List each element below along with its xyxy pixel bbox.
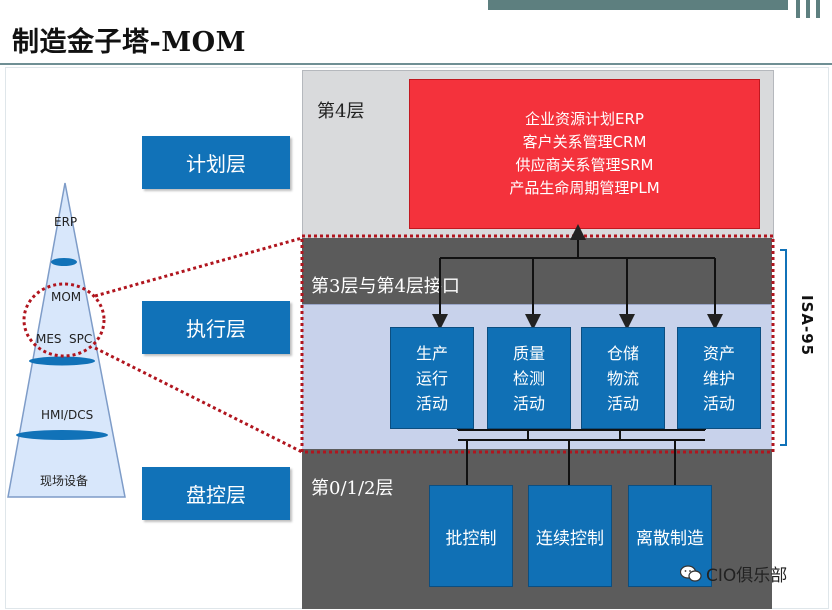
execution-layer-box: 执行层 bbox=[142, 301, 290, 354]
header-stripe bbox=[806, 0, 810, 18]
activity-production: 生产 运行 活动 bbox=[390, 327, 474, 429]
planning-layer-box: 计划层 bbox=[142, 136, 290, 189]
erp-line: 企业资源计划ERP bbox=[525, 110, 644, 128]
interface-label: 第3层与第4层接口 bbox=[311, 276, 460, 297]
watermark: CIO俱乐部 bbox=[680, 561, 787, 586]
callout-line-top bbox=[94, 236, 303, 298]
mom-highlight-rect bbox=[300, 234, 775, 454]
activity-line: 活动 bbox=[415, 393, 448, 413]
pyramid-mom-label: MOM bbox=[51, 290, 82, 304]
header-stripe bbox=[816, 0, 820, 18]
watermark-text: CIO俱乐部 bbox=[706, 566, 788, 586]
header-stripe bbox=[796, 0, 800, 18]
activity-line: 资产 bbox=[702, 343, 735, 363]
activity-line: 生产 bbox=[415, 343, 448, 363]
page-title: 制造金子塔-MOM bbox=[12, 27, 246, 58]
activity-quality: 质量 检测 活动 bbox=[487, 327, 571, 429]
level012-label: 第0/1/2层 bbox=[311, 478, 394, 499]
header-decoration bbox=[488, 0, 788, 10]
pyramid-shape bbox=[7, 182, 126, 498]
callout-line-bottom bbox=[94, 346, 303, 454]
activity-line: 检测 bbox=[512, 368, 545, 388]
pyramid-band-erp bbox=[51, 258, 77, 266]
pyramid-spc-label: SPC bbox=[69, 332, 93, 346]
srm-line: 供应商关系管理SRM bbox=[515, 156, 654, 174]
level4-label: 第4层 bbox=[317, 101, 365, 122]
pyramid-erp-label: ERP bbox=[54, 215, 78, 229]
wechat-icon bbox=[680, 564, 702, 582]
pyramid-hmi-label: HMI/DCS bbox=[41, 408, 94, 422]
pyramid-band-mom bbox=[29, 356, 95, 366]
plm-line: 产品生命周期管理PLM bbox=[509, 179, 660, 197]
mom-highlight-ellipse bbox=[22, 282, 106, 358]
activity-line: 运行 bbox=[415, 368, 448, 388]
continuous-control-box: 连续控制 bbox=[528, 485, 612, 587]
activity-line: 活动 bbox=[702, 393, 735, 413]
crm-line: 客户关系管理CRM bbox=[522, 133, 647, 151]
control-layer-box: 盘控层 bbox=[142, 467, 290, 520]
level4-systems-box: 企业资源计划ERP 客户关系管理CRM 供应商关系管理SRM 产品生命周期管理P… bbox=[409, 79, 760, 229]
activity-line: 活动 bbox=[606, 393, 639, 413]
title-divider bbox=[0, 63, 832, 65]
activity-logistics: 仓储 物流 活动 bbox=[581, 327, 665, 429]
batch-control-box: 批控制 bbox=[429, 485, 513, 587]
pyramid-band-hmi bbox=[16, 430, 108, 440]
tier-interface bbox=[302, 238, 772, 304]
activity-line: 维护 bbox=[702, 368, 735, 388]
activity-line: 质量 bbox=[512, 343, 545, 363]
activity-line: 物流 bbox=[606, 368, 639, 388]
isa-bracket bbox=[780, 249, 787, 446]
pyramid-mes-label: MES bbox=[36, 332, 62, 346]
activity-maintenance: 资产 维护 活动 bbox=[677, 327, 761, 429]
pyramid-field-label: 现场设备 bbox=[40, 474, 89, 488]
isa95-label: ISA-95 bbox=[798, 295, 816, 357]
activity-line: 仓储 bbox=[606, 343, 639, 363]
discrete-manufacturing-box: 离散制造 bbox=[628, 485, 712, 587]
activity-line: 活动 bbox=[512, 393, 545, 413]
